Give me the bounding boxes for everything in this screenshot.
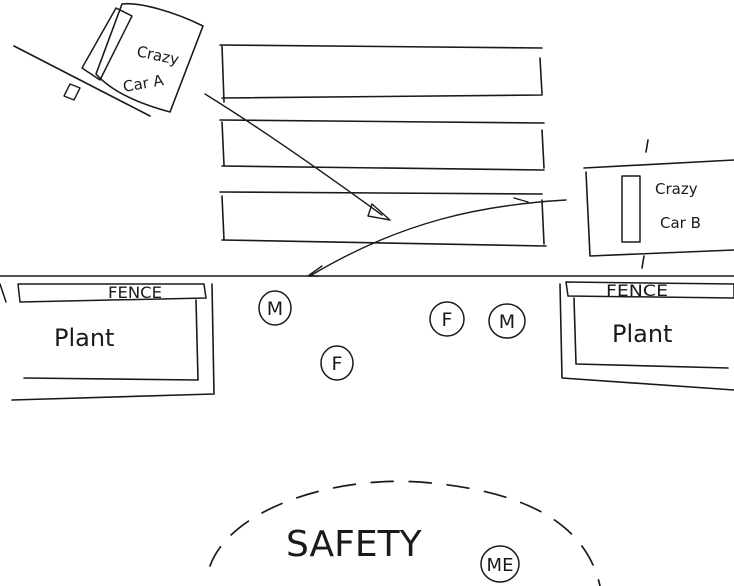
- car-b-path-arrow: [307, 197, 567, 277]
- crazy-car-b: Crazy Car B: [583, 139, 734, 269]
- safety-zone: SAFETY: [209, 480, 601, 586]
- left-planter: FENCE Plant: [0, 283, 215, 401]
- car-a-label-line1: Crazy: [135, 42, 181, 68]
- person-f-2-label: F: [442, 309, 453, 331]
- crazy-car-a: Crazy Car A: [13, 2, 204, 117]
- fence-left-label: FENCE: [108, 283, 162, 302]
- car-a-label-line2: Car A: [122, 71, 166, 96]
- right-planter: FENCE Plant: [559, 281, 734, 391]
- car-b-label-line1: Crazy: [655, 180, 698, 198]
- person-m-1-label: M: [267, 298, 283, 320]
- person-f-1: F: [320, 345, 354, 381]
- me-label: ME: [487, 555, 514, 576]
- plant-left-label: Plant: [54, 324, 114, 352]
- person-f-1-label: F: [332, 353, 343, 375]
- person-f-2: F: [429, 301, 465, 337]
- safety-label: SAFETY: [286, 524, 423, 565]
- car-b-label-line2: Car B: [660, 214, 701, 232]
- person-m-1: M: [258, 290, 292, 326]
- me-marker: ME: [480, 545, 520, 583]
- plant-right-label: Plant: [612, 320, 672, 348]
- crosswalk: [219, 44, 547, 247]
- person-m-2-label: M: [499, 311, 515, 333]
- person-m-2: M: [488, 303, 526, 339]
- car-a-path-arrow: [204, 93, 391, 221]
- fence-right-label: FENCE: [606, 281, 668, 300]
